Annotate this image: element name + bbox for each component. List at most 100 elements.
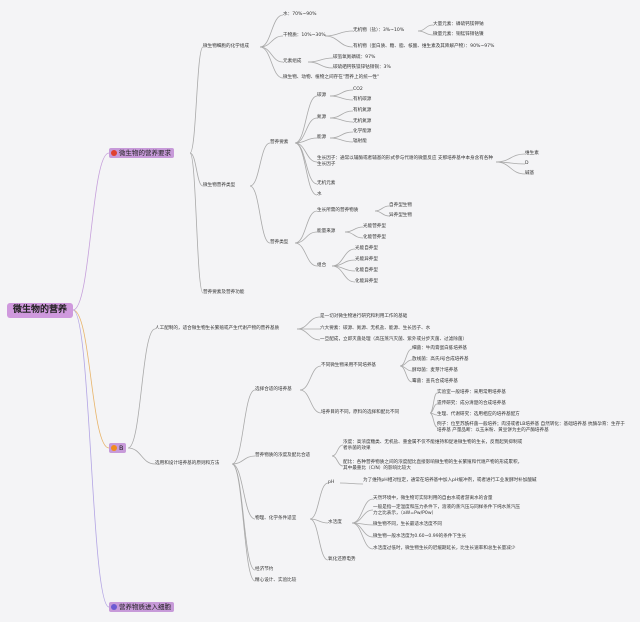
node-def-six-elements[interactable]: 六大要素：碳源、氮源、无机盐、能源、生长因子、水 <box>320 326 431 331</box>
node-other-elements[interactable]: 碳硫硒钙铁镁锌钴钼铜：3% <box>333 65 391 70</box>
node-water-content[interactable]: 水：70%~90% <box>283 12 317 17</box>
node-phototroph[interactable]: 光能营养型 <box>363 224 386 229</box>
node-chemoheterotroph[interactable]: 化能异养型 <box>355 279 378 284</box>
node-organic-nitrogen[interactable]: 有机氮源 <box>353 108 372 113</box>
node-inorganic-element[interactable]: 无机元素 <box>317 181 336 186</box>
connector-line <box>294 210 318 244</box>
node-organic[interactable]: 有机物（蛋白质、糖、脂、核酸、维生素及其降解产物）：90%~97% <box>353 44 495 49</box>
connector-line <box>417 30 434 36</box>
node-def-basis[interactable]: 是一切对微生物进行研究和利用工作的基础 <box>320 314 408 319</box>
node-aw-optimal[interactable]: 微生物不同，生长最适水活度不同 <box>373 522 442 527</box>
connector-line <box>309 482 329 520</box>
node-by-species[interactable]: 不同微生物采用不同培养基 <box>321 363 377 368</box>
node-careful-design[interactable]: 精心设计、实验比较 <box>255 578 297 583</box>
node-chemoautotroph[interactable]: 化能自养型 <box>355 268 378 273</box>
node-physiology[interactable]: 生理、代谢研究：选用相应的培养基配方 <box>437 412 520 417</box>
node-macro-elements[interactable]: 大量元素：磷硫钙镁钾钠 <box>433 22 484 27</box>
node-nitrogen-source[interactable]: 氮源 <box>317 115 327 120</box>
node-cnhop[interactable]: 碳氢氧氮磷硫：97% <box>333 55 376 60</box>
node-inorganic[interactable]: 无机物（盐）：3%~10% <box>353 28 405 33</box>
node-composition[interactable]: 微生物细胞的化学组成 <box>203 44 249 49</box>
node-co2[interactable]: CO2 <box>353 87 363 92</box>
connector-line <box>309 518 329 561</box>
node-aw-low[interactable]: 水活度过低时，微生物生长的迟缓期延长，比生长速率和总生长量减少 <box>373 546 516 551</box>
node-chemotroph[interactable]: 化能营养型 <box>363 235 386 240</box>
node-by-purpose[interactable]: 培养目的不同，原料的选择和配比不同 <box>321 410 400 415</box>
connector-line <box>294 242 318 267</box>
node-combination[interactable]: 组合 <box>317 263 327 268</box>
number-3-icon <box>111 604 117 610</box>
node-micro-elements[interactable]: 微量元素：铜锰锌钼钴镍 <box>433 32 484 37</box>
node-heterotroph[interactable]: 异养型生物 <box>389 213 412 218</box>
connector-line <box>331 444 344 457</box>
main-node-medium[interactable]: B <box>109 443 127 453</box>
node-nutrition-unity[interactable]: 微生物、动物、植物之间存在"营养上的统一性" <box>283 75 380 80</box>
node-aw-range[interactable]: 微生物一般水活度为0.60~0.99的条件下生长 <box>373 534 467 539</box>
main-node-nutrition-requirements[interactable]: 微生物的营养要求 <box>109 148 174 158</box>
connector-line <box>339 482 364 485</box>
node-redox[interactable]: 氧化还原电势 <box>328 557 356 562</box>
node-bacteria-medium[interactable]: 细菌：牛肉膏蛋白胨培养基 <box>412 346 468 351</box>
node-nutrients[interactable]: 营养要素 <box>270 140 289 145</box>
node-cn-ratio[interactable]: 配比：各种营养物质之间的浓度配比直接影响微生物的生长繁殖和代谢产物的形成累积，其… <box>343 460 523 471</box>
connector-line <box>329 95 354 101</box>
node-examples[interactable]: 例子：位至苏酰杆菌一般培养；肉浸或者LB培养基 自然转化：基础培养基 抗酶孕育：… <box>437 422 625 433</box>
node-nutrient-functions[interactable]: 营养要素及营养功能 <box>203 290 245 295</box>
node-growth-factor[interactable]: 生长因子：通常以辅酶或者辅基的形式参与代谢的微量反应 支那培养基中本身含有各种生… <box>317 156 494 167</box>
connector-line <box>329 89 354 97</box>
node-choose-medium[interactable]: 选择合适的培养基 <box>255 387 292 392</box>
connector-line <box>294 231 318 244</box>
connector-line <box>429 392 438 414</box>
node-nutrition-types[interactable]: 微生物营养类型 <box>203 183 236 188</box>
connector-line <box>72 309 110 449</box>
connector-line <box>329 110 354 119</box>
node-vitamin[interactable]: 维生素 <box>525 151 539 156</box>
node-physchem-conditions[interactable]: 物理、化学条件适宜 <box>255 516 297 521</box>
node-organic-carbon[interactable]: 有机碳源 <box>353 97 372 102</box>
node-growth-needs[interactable]: 生长所需的营养物质 <box>317 208 359 213</box>
node-photoautotroph[interactable]: 光能自养型 <box>355 246 378 251</box>
node-photoheterotroph[interactable]: 光能异养型 <box>355 257 378 262</box>
node-def-sterilize[interactable]: 一旦配成，立即灭菌处理（高压蒸汽灭菌、紫外或分步灭菌、过滤除菌） <box>320 337 468 342</box>
root-node[interactable]: 微生物的营养 <box>7 303 73 318</box>
node-genetics[interactable]: 遗传研究：成分清楚的合成培养基 <box>437 401 506 406</box>
node-aw-formula[interactable]: 一般是指一定温度和压力条件下，溶液的蒸汽压与同样条件下纯水蒸汽压力之比表示，（a… <box>373 505 521 516</box>
connector-line <box>231 389 256 465</box>
main-node-transport[interactable]: 营养物质进入细胞 <box>109 602 174 612</box>
connector-line <box>296 316 321 330</box>
node-medium-definition[interactable]: 人工配制的，适合微生物生长繁殖或产生代谢产物的营养基质 <box>155 326 280 331</box>
node-mold-medium[interactable]: 霉菌：查氏合成培养基 <box>412 379 458 384</box>
node-design-principles[interactable]: 选用和设计培养基的原则和方法 <box>155 461 220 466</box>
node-radiant-energy[interactable]: 辐射能 <box>353 139 367 144</box>
node-base[interactable]: 碱基 <box>525 171 535 176</box>
connector-line <box>259 46 284 79</box>
node-concentration[interactable]: 浓度：高浓度糖类、无机盐、重金属不仅不能维持和促进微生物的生长，反而起到抑制或者… <box>343 440 523 451</box>
connector-line <box>399 365 413 383</box>
node-energy-source[interactable]: 能源 <box>317 135 327 140</box>
node-elements[interactable]: 元素组成 <box>283 59 302 64</box>
node-carbon-source[interactable]: 碳源 <box>317 93 327 98</box>
node-classification[interactable]: 营养类型 <box>270 240 289 245</box>
node-autotroph[interactable]: 自养型生物 <box>389 203 412 208</box>
node-yeast-medium[interactable]: 酵母菌：麦芽汁培养基 <box>412 368 458 373</box>
node-actinomyces-medium[interactable]: 放线菌：高氏I号合成培养基 <box>412 357 469 362</box>
node-water-activity[interactable]: 水活度 <box>328 520 342 525</box>
node-inorganic-nitrogen[interactable]: 无机氮源 <box>353 119 372 124</box>
node-lab-culture[interactable]: 实验室一般培养：采用常用培养基 <box>437 390 506 395</box>
connector-line <box>331 265 356 283</box>
node-water[interactable]: 水 <box>317 192 322 197</box>
node-ratio[interactable]: 营养物质的浓度及配比合适 <box>255 453 311 458</box>
node-energy-source-type[interactable]: 能量来源 <box>317 229 336 234</box>
number-2-icon <box>111 445 117 451</box>
connector-line <box>331 455 344 467</box>
connector-line <box>429 412 438 428</box>
node-aw-definition[interactable]: 天然环境中，微生物可实际利用的自由水或者游离水的含量 <box>373 496 493 501</box>
connector-line <box>259 46 284 63</box>
connector-line <box>189 46 204 154</box>
node-d[interactable]: D <box>525 161 529 166</box>
node-economy[interactable]: 经济节约 <box>255 567 274 572</box>
node-dry-matter[interactable]: 干物质：10%~30% <box>283 33 326 38</box>
node-ph-desc[interactable]: 为了维持pH相对恒定，通常在培养基中加入pH缓冲剂，或者进行工业发酵时补加酸碱 <box>363 478 537 483</box>
node-ph[interactable]: pH <box>328 480 335 485</box>
node-chemical-energy[interactable]: 化学能源 <box>353 129 372 134</box>
